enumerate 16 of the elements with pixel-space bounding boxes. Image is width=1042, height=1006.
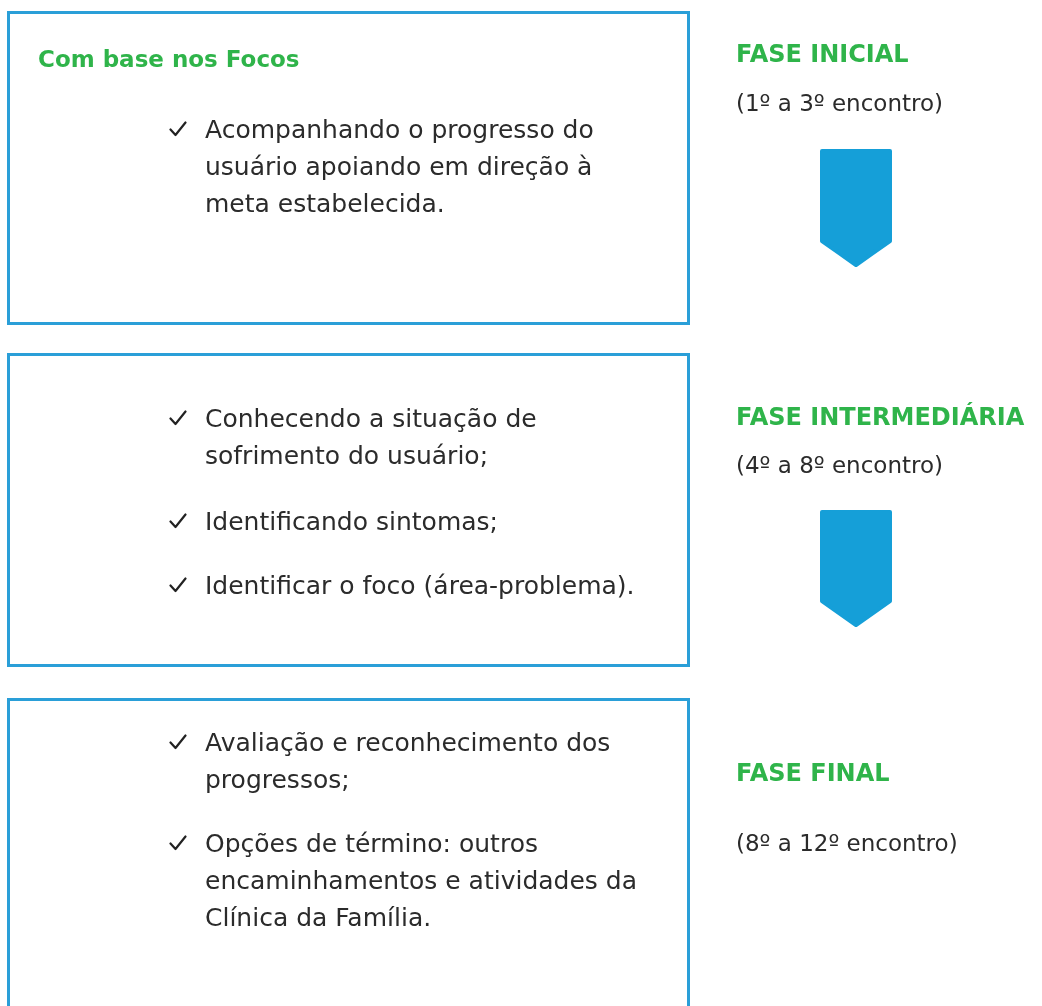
content-box	[7, 11, 690, 325]
list-item-text: Conhecendo a situação de sofrimento do usuário;	[205, 404, 537, 470]
meeting-range: (8º a 12º encontro)	[736, 830, 958, 856]
phase-title: FASE INTERMEDIÁRIA	[736, 403, 1025, 431]
phase-title: FASE FINAL	[736, 759, 890, 787]
list-item-text: Identificando sintomas;	[205, 507, 499, 536]
list-item-text: Identificar o foco (área-problema).	[205, 571, 635, 600]
content-box	[7, 353, 690, 667]
box-heading: Com base nos Focos	[38, 46, 300, 72]
content-box	[7, 698, 690, 1006]
list-item-text: Acompanhando o progresso do usuário apoiando em direção à meta estabelecida.	[205, 115, 594, 218]
list-item-text: Opções de término: outros encaminhamentos e atividades da Clínica da Família.	[205, 829, 637, 932]
list-item-text: Avaliação e reconhecimento dos progressos;	[205, 728, 611, 794]
meeting-range: (4º a 8º encontro)	[736, 452, 943, 478]
meeting-range: (1º a 3º encontro)	[736, 90, 943, 116]
phase-title: FASE INICIAL	[736, 40, 909, 68]
